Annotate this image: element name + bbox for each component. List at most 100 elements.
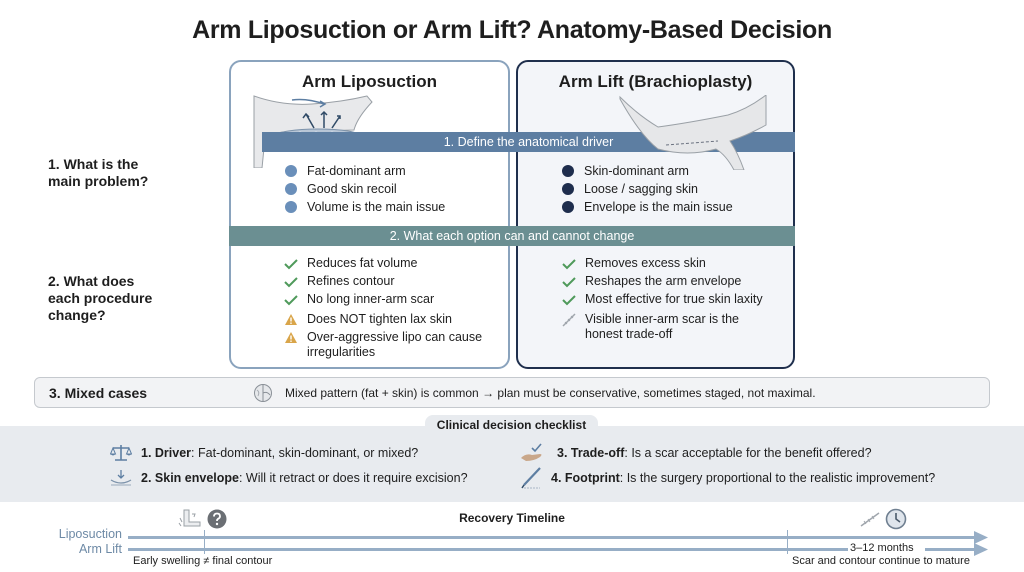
scar-icon <box>562 312 576 327</box>
liposuction-driver-list: Fat-dominant arm Good skin recoil Volume… <box>285 162 445 216</box>
item-key: Trade-off <box>570 446 625 460</box>
timeline-label-liposuction: Liposuction <box>58 527 122 541</box>
list-item-text: Loose / sagging skin <box>584 182 698 196</box>
list-item: Does NOT tighten lax skin <box>284 312 482 327</box>
item-num: 2. <box>141 471 155 485</box>
list-item-text: Good skin recoil <box>307 182 397 196</box>
list-item: Loose / sagging skin <box>562 180 733 198</box>
row-label-line: change? <box>48 307 106 323</box>
list-item-text: Fat-dominant arm <box>307 164 406 178</box>
item-num: 1. <box>141 446 155 460</box>
liposuction-effects-list: Reduces fat volume Refines contour No lo… <box>284 256 482 363</box>
item-key: Footprint <box>564 471 620 485</box>
checklist-item-skin-envelope: 2. Skin envelope: Will it retract or doe… <box>110 468 468 488</box>
mixed-cases-label: 3. Mixed cases <box>49 385 148 401</box>
list-item-text: Volume is the main issue <box>307 200 446 214</box>
item-num: 4. <box>551 471 565 485</box>
item-num: 3. <box>557 446 571 460</box>
arm-lift-driver-list: Skin-dominant arm Loose / sagging skin E… <box>562 162 733 216</box>
list-item: Fat-dominant arm <box>285 162 445 180</box>
list-item: Most effective for true skin laxity <box>562 292 763 307</box>
recovery-timeline: Recovery Timeline Liposuction Arm Lift E… <box>0 502 1024 572</box>
list-item-text: Reduces fat volume <box>307 256 418 270</box>
checklist-item-text: 3. Trade-off: Is a scar acceptable for t… <box>557 446 872 460</box>
late-maturation-note: Scar and contour continue to mature <box>792 555 970 567</box>
list-item-text: No long inner-arm scar <box>307 292 435 306</box>
arm-lift-title: Arm Lift (Brachioplasty) <box>558 72 753 91</box>
swelling-arm-icon <box>178 509 201 527</box>
list-item: Removes excess skin <box>562 256 763 271</box>
scar-icon <box>860 512 880 527</box>
row-label-line: main problem? <box>48 173 149 189</box>
row-label-main-problem: 1. What is the main problem? <box>48 156 148 190</box>
mixed-cases-text: Mixed pattern (fat + skin) is common → p… <box>285 386 816 400</box>
early-marker <box>204 530 205 554</box>
checklist-item-trade-off: 3. Trade-off: Is a scar acceptable for t… <box>520 443 872 463</box>
checkmark-icon <box>562 256 576 271</box>
item-key: Driver <box>154 446 192 460</box>
list-item-text: Most effective for true skin laxity <box>585 292 763 306</box>
item-desc: : Is a scar acceptable for the benefit o… <box>624 446 872 460</box>
early-swelling-note: Early swelling ≠ final contour <box>133 555 273 567</box>
checkmark-icon <box>284 292 298 307</box>
warning-line: irregularities <box>307 345 376 359</box>
list-item-text: Reshapes the arm envelope <box>585 274 742 288</box>
checkmark-icon <box>562 274 576 289</box>
bullet-dot-icon <box>285 201 297 213</box>
liposuction-title: Arm Liposuction <box>301 72 438 91</box>
timeline-label-arm-lift: Arm Lift <box>78 542 122 556</box>
arm-lift-effects-list: Removes excess skin Reshapes the arm env… <box>562 256 763 345</box>
arm-lift-timeline-track <box>128 548 848 551</box>
row-label-line: 2. What does <box>48 273 135 289</box>
checklist-item-text: 4. Footprint: Is the surgery proportiona… <box>551 471 935 485</box>
checklist-item-driver: 1. Driver: Fat-dominant, skin-dominant, … <box>110 443 418 463</box>
fat-arm-illustration-icon <box>253 95 373 168</box>
list-item: Good skin recoil <box>285 180 445 198</box>
list-item: Reduces fat volume <box>284 256 482 271</box>
list-item: Envelope is the main issue <box>562 198 733 216</box>
clinical-checklist <box>0 426 1024 502</box>
list-item: No long inner-arm scar <box>284 292 482 307</box>
scalpel-icon <box>520 467 542 489</box>
band-option-changes: 2. What each option can and cannot chang… <box>229 226 795 246</box>
sagging-arm-illustration-icon <box>619 95 767 170</box>
row-label-line: 1. What is the <box>48 156 139 172</box>
bullet-dot-icon <box>285 183 297 195</box>
timeline-title: Recovery Timeline <box>459 511 565 525</box>
checklist-item-text: 1. Driver: Fat-dominant, skin-dominant, … <box>141 446 418 460</box>
warning-icon <box>284 330 298 345</box>
tradeoff-line: Visible inner-arm scar is the <box>585 312 739 326</box>
bullet-dot-icon <box>562 201 574 213</box>
checkmark-icon <box>562 292 576 307</box>
checkmark-icon <box>284 274 298 289</box>
item-key: Skin envelope <box>154 471 239 485</box>
bullet-dot-icon <box>285 165 297 177</box>
bullet-dot-icon <box>562 165 574 177</box>
tradeoff-line: honest trade-off <box>585 327 673 341</box>
skin-retract-icon <box>110 468 132 488</box>
hand-check-icon <box>520 443 548 463</box>
late-range-label: 3–12 months <box>850 542 914 554</box>
list-item: Reshapes the arm envelope <box>562 274 763 289</box>
page-title: Arm Liposuction or Arm Lift? Anatomy-Bas… <box>192 16 832 44</box>
item-desc: : Is the surgery proportional to the rea… <box>619 471 936 485</box>
item-desc: : Fat-dominant, skin-dominant, or mixed? <box>191 446 419 460</box>
question-icon <box>207 509 227 529</box>
row-label-line: each procedure <box>48 290 153 306</box>
list-item: Volume is the main issue <box>285 198 445 216</box>
late-marker <box>787 530 788 554</box>
list-item-text: Skin-dominant arm <box>584 164 689 178</box>
bullet-dot-icon <box>562 183 574 195</box>
list-item-text: Removes excess skin <box>585 256 706 270</box>
checklist-item-text: 2. Skin envelope: Will it retract or doe… <box>141 471 468 485</box>
item-desc: : Will it retract or does it require exc… <box>238 471 468 485</box>
checkmark-icon <box>284 256 298 271</box>
list-item-text: Refines contour <box>307 274 395 288</box>
mixed-pattern-icon <box>254 384 272 402</box>
checklist-item-footprint: 4. Footprint: Is the surgery proportiona… <box>520 467 935 489</box>
list-item-text: Envelope is the main issue <box>584 200 733 214</box>
